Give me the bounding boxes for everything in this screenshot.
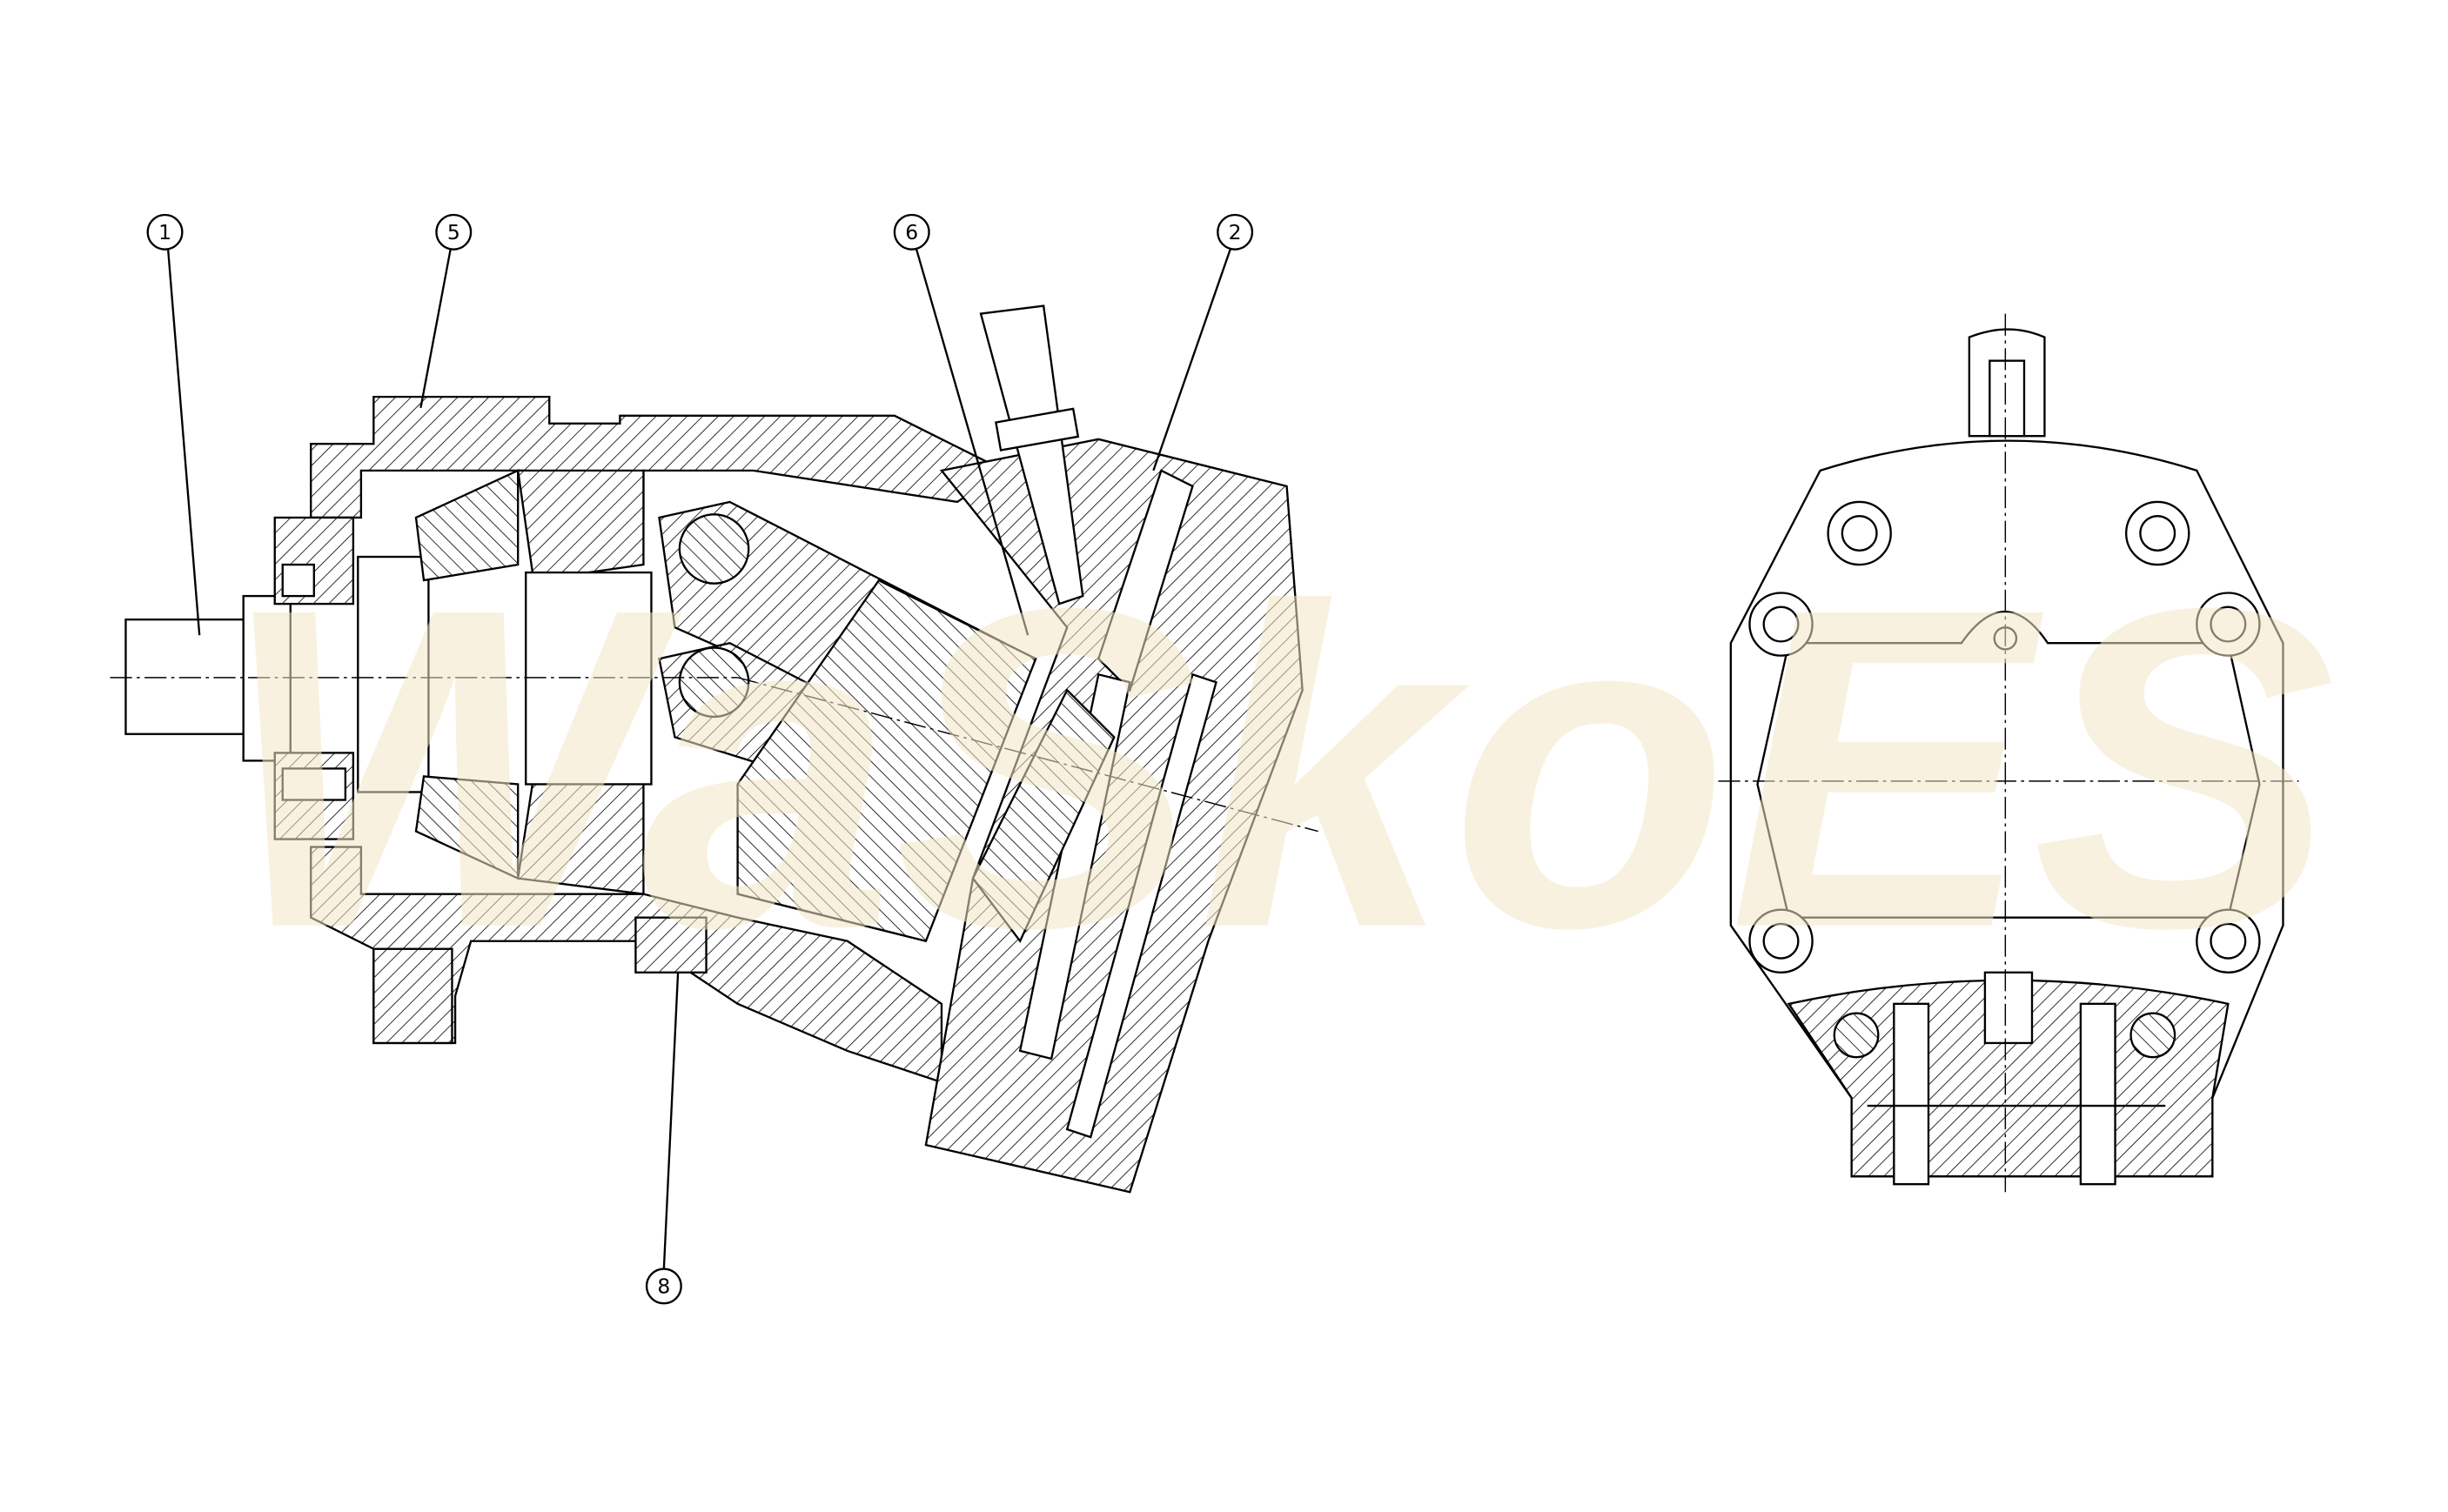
callout-5: 5 [419, 213, 473, 408]
callout-label: 5 [447, 220, 460, 244]
callout-1: 1 [146, 213, 201, 636]
callout-label: 8 [657, 1274, 670, 1298]
callout-2: 2 [1152, 213, 1254, 472]
callout-label: 1 [158, 220, 171, 244]
side-section-view [110, 304, 1318, 1194]
bolt-holes [1748, 500, 2261, 973]
callout-label: 6 [905, 220, 918, 244]
callout-6: 6 [893, 213, 1030, 636]
callout-8: 8 [645, 972, 682, 1305]
callout-label: 2 [1229, 220, 1242, 244]
output-shaft [124, 618, 252, 735]
end-view [1718, 313, 2299, 1193]
